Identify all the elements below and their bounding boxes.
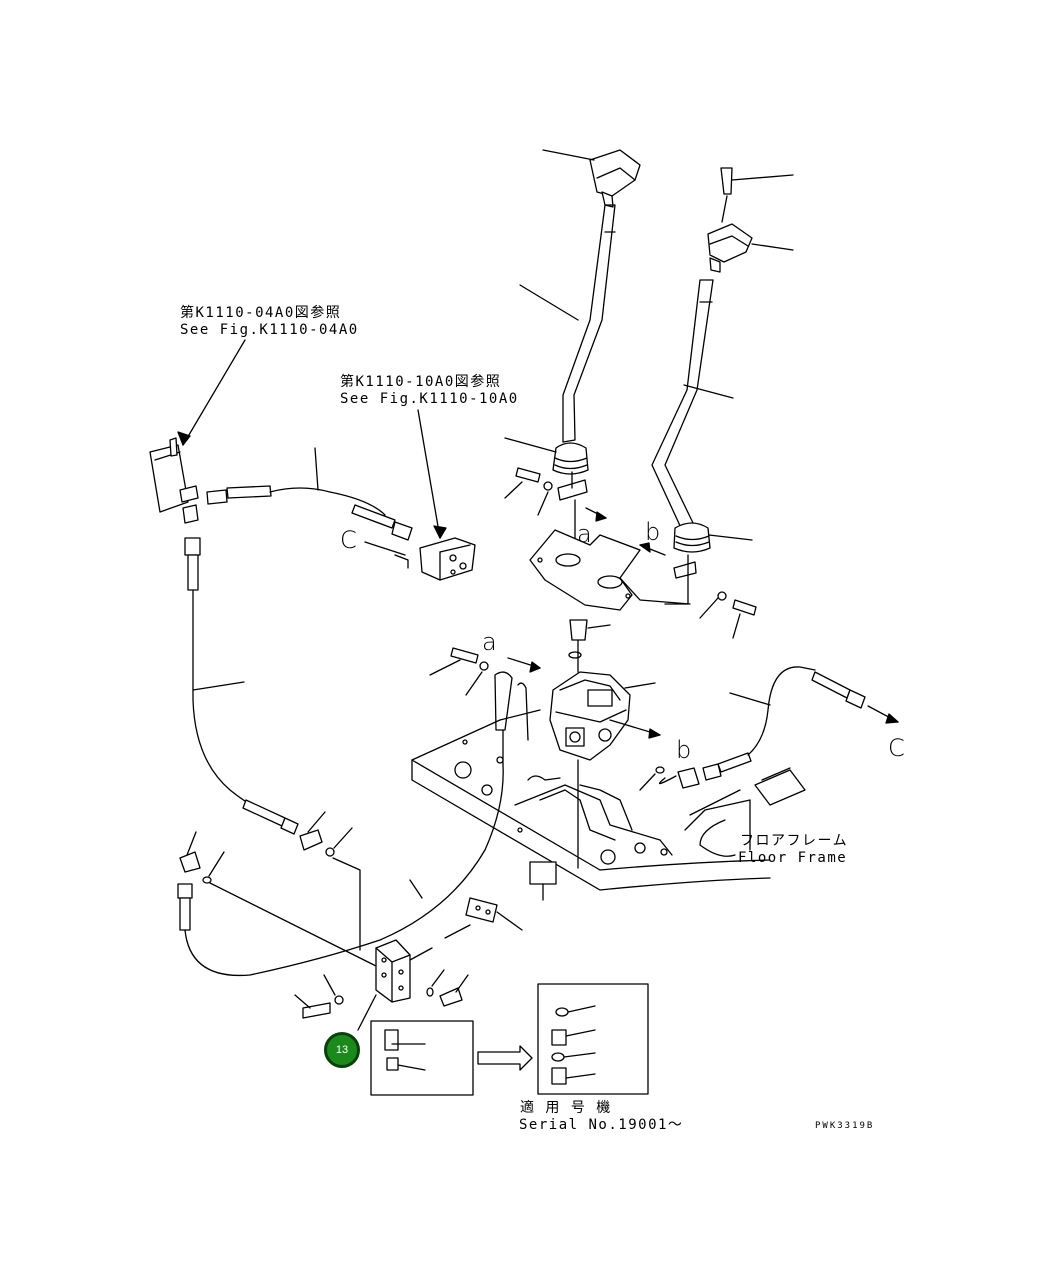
marker-c-right: C [888, 734, 905, 762]
part-number-badge[interactable]: 13 [324, 1032, 360, 1068]
marker-b-upper: b [645, 518, 661, 546]
drawing-code: PWK3319B [815, 1121, 875, 1131]
floor-frame [411, 709, 806, 901]
junction-block [294, 897, 523, 1031]
upper-plate [529, 529, 691, 611]
fig-10a0-jp-label: 第K1110-10A0図参照 [340, 374, 502, 390]
floor-frame-jp-label: フロアフレーム [740, 833, 849, 849]
marker-c-left: C [340, 526, 357, 554]
marker-a-lower: a [482, 628, 497, 656]
marker-a-upper: a [577, 520, 592, 548]
right-lever [651, 167, 794, 639]
left-hoses [149, 339, 504, 977]
detail-boxes [370, 983, 649, 1096]
fig-10a0-en-label: See Fig.K1110-10A0 [340, 391, 519, 407]
fig-04a0-jp-label: 第K1110-04A0図参照 [180, 305, 342, 321]
fig-04a0-en-label: See Fig.K1110-04A0 [180, 322, 359, 338]
marker-b-lower: b [676, 736, 692, 764]
right-hose [639, 666, 899, 791]
left-lever [504, 149, 641, 549]
floor-frame-en-label: Floor Frame [738, 850, 848, 866]
bracket-c [364, 409, 476, 581]
pilot-valve [429, 507, 666, 869]
serial-en-label: Serial No.19001～ [519, 1117, 684, 1133]
serial-jp-label: 適 用 号 機 [520, 1100, 612, 1116]
